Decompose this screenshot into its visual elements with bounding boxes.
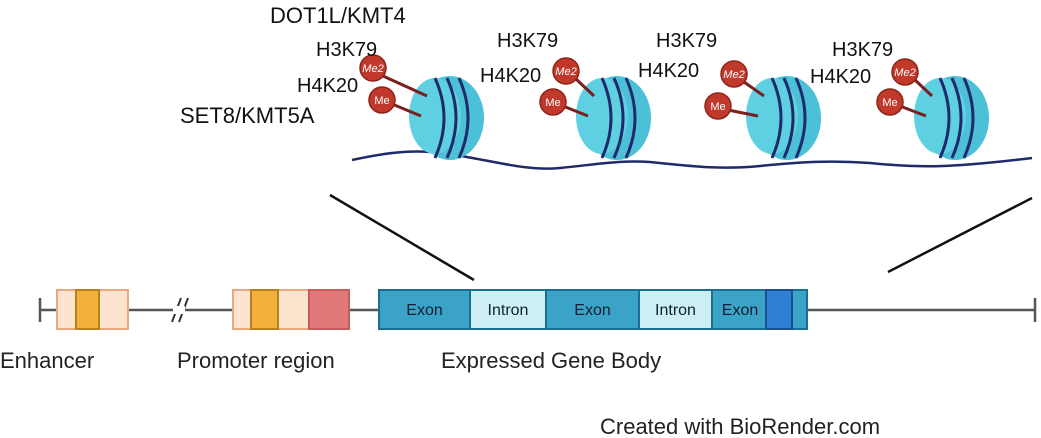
histone-face: [409, 78, 461, 154]
h4k20-label: H4K20: [297, 75, 358, 97]
enhancer-label: Enhancer: [0, 348, 94, 373]
histone-tail: [382, 74, 428, 98]
dna-wrap: [612, 77, 625, 159]
zoom-line-left: [329, 193, 475, 282]
methyl-me-ball: [704, 92, 732, 120]
methyl-me2-ball: [891, 58, 919, 86]
me-label: Me: [374, 95, 389, 107]
exon-3-blue-block: [765, 289, 793, 330]
gene-body: Exon Intron Exon Intron Exon: [378, 289, 808, 330]
promoter-element: [232, 289, 350, 330]
intron-2-label: Intron: [655, 302, 696, 319]
dna-wrap: [962, 77, 975, 159]
methyl-me-ball: [539, 88, 567, 116]
me2-label: Me2: [362, 63, 383, 75]
methyl-me2-ball: [552, 57, 580, 85]
me2-label: Me2: [555, 66, 576, 78]
h3k79-label: H3K79: [656, 30, 717, 52]
histone-tail: [574, 77, 596, 98]
break-gap: [173, 306, 185, 314]
histone-tail: [913, 78, 934, 98]
dna-wrap: [950, 77, 963, 159]
exon-1-label: Exon: [406, 302, 442, 319]
enhancer-element: [56, 289, 129, 330]
dna-wrap: [624, 77, 637, 159]
dna-wrap: [433, 77, 446, 159]
dot1l-label: DOT1L/KMT4: [270, 3, 406, 28]
dna-wrap: [770, 77, 783, 159]
histone-tail: [562, 104, 589, 118]
methyl-me-ball: [876, 88, 904, 116]
intron-2: [638, 289, 713, 330]
me2-label: Me2: [723, 69, 744, 81]
intron-1: [469, 289, 547, 330]
h3k79-label: H3K79: [832, 39, 893, 61]
histone-tail: [391, 102, 422, 118]
dna-wrap: [794, 77, 807, 159]
set8-label: SET8/KMT5A: [180, 103, 315, 128]
histone-face: [914, 78, 966, 154]
histone-face: [746, 78, 798, 154]
gene-body-label: Expressed Gene Body: [441, 348, 661, 373]
h3k79-label: H3K79: [316, 39, 377, 61]
dna-wrap: [938, 77, 951, 159]
methyl-me2-ball: [359, 54, 387, 82]
histone-tail: [743, 80, 765, 98]
me-label: Me: [545, 97, 560, 109]
exon-1: [378, 289, 471, 330]
me-label: Me: [710, 101, 725, 113]
credit-text: Created with BioRender.com: [600, 414, 880, 438]
methyl-me-ball: [368, 86, 396, 114]
h4k20-label: H4K20: [810, 66, 871, 88]
dna-wrap: [782, 77, 795, 159]
exon-2-label: Exon: [574, 302, 610, 319]
h4k20-label: H4K20: [638, 60, 699, 82]
zoom-line-right: [887, 196, 1033, 274]
h3k79-label: H3K79: [497, 30, 558, 52]
methyl-me2-ball: [720, 60, 748, 88]
histone-tail: [899, 104, 927, 118]
promoter-label: Promoter region: [177, 348, 335, 373]
exon-3-label: Exon: [722, 302, 758, 319]
me2-label: Me2: [894, 67, 915, 79]
histone-tail: [727, 108, 759, 118]
histone-face: [576, 78, 628, 154]
dna-wrap: [600, 77, 613, 159]
dna-wrap: [457, 77, 470, 159]
h4k20-label: H4K20: [480, 65, 541, 87]
intron-1-label: Intron: [488, 302, 529, 319]
me-label: Me: [882, 97, 897, 109]
dna-wrap: [445, 77, 458, 159]
